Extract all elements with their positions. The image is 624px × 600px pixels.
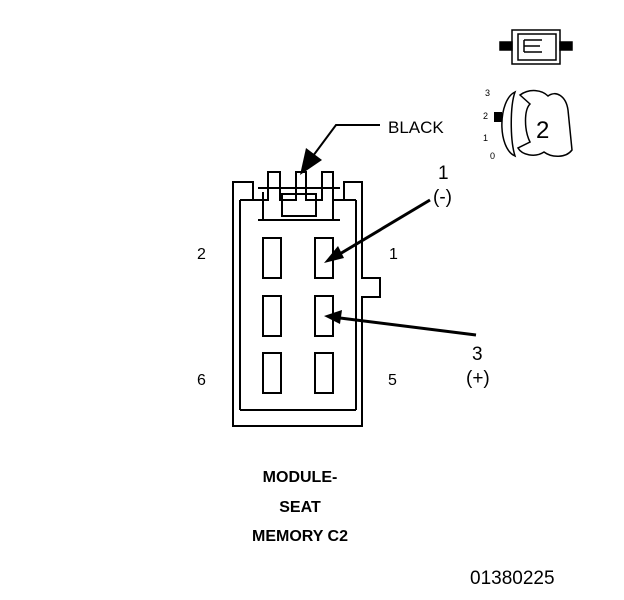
callout-3-number: 3: [472, 344, 483, 365]
caption-line-1: MODULE-: [262, 469, 338, 486]
terminal-view-icon: [494, 89, 573, 158]
cavity-6: [262, 352, 282, 394]
figure-number: 01380225: [470, 568, 555, 589]
callout-1-polarity: (-): [433, 187, 452, 208]
connector-body: [232, 171, 381, 427]
cavity-2: [262, 237, 282, 279]
callout-3-polarity: (+): [466, 368, 490, 389]
connector-symbol-icon: [499, 29, 573, 65]
cavity-4: [262, 295, 282, 337]
pin-label-6: 6: [197, 372, 206, 389]
inset-digit: 2: [536, 117, 549, 144]
pin-label-5: 5: [388, 372, 397, 389]
callout-1-number: 1: [438, 163, 449, 184]
callout-3-arrow: [324, 310, 477, 337]
pin-label-1: 1: [389, 246, 398, 263]
cavity-5: [314, 352, 334, 394]
pin-label-2: 2: [197, 246, 206, 263]
caption-line-2: SEAT: [279, 499, 321, 516]
inset-scale-2: 2: [483, 111, 488, 121]
caption-line-3: MEMORY C2: [251, 528, 348, 545]
color-leader: [300, 124, 380, 175]
terminal-cavities: [262, 237, 334, 394]
inset-scale-0: 0: [490, 151, 495, 161]
inset-scale-3: 3: [485, 88, 490, 98]
color-label: BLACK: [388, 118, 444, 137]
callout-1-arrow: [324, 198, 431, 263]
inset-scale-1: 1: [483, 133, 488, 143]
